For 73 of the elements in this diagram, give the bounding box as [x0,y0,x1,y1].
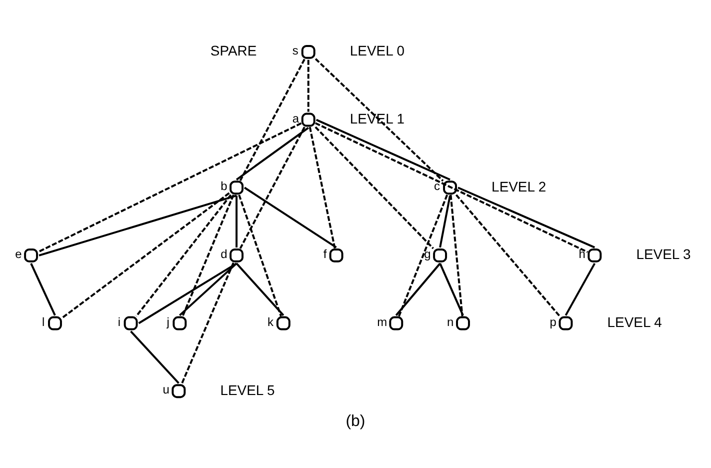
connector [395,262,441,316]
connector [439,194,451,248]
node-label: l [42,314,45,328]
node-circle [172,384,186,398]
connector [62,192,230,318]
node-circle [48,316,62,330]
connector [458,186,596,248]
connector [439,262,464,316]
connector [180,262,234,384]
connector [316,118,450,180]
node-circle [301,112,316,126]
node-circle [443,180,457,194]
connector [564,262,596,316]
label: LEVEL 3 [636,246,691,262]
connector [182,194,234,316]
node-circle [558,316,573,330]
node-label: p [550,314,556,328]
connector [236,262,284,316]
connector [38,122,302,252]
node-circle [276,316,290,330]
label: LEVEL 4 [607,313,662,330]
connector [236,126,309,180]
connector [244,186,337,248]
node-label: d [220,246,228,261]
label: LEVEL 2 [492,178,546,194]
node-label: m [377,314,388,328]
node-label: h [578,246,586,261]
node-label: b [220,178,228,193]
connector [314,58,444,182]
node-label: f [323,246,327,261]
node-circle [230,248,244,262]
connector [38,194,237,256]
label: LEVEL 1 [350,110,404,126]
connector [130,330,180,384]
node-label: a [292,110,300,125]
node-label: s [292,43,298,58]
connector [308,126,336,248]
node-circle [124,316,138,330]
node-circle [389,316,404,330]
connector [179,262,238,316]
connector [135,194,232,316]
node-label: k [267,314,274,328]
connector [239,126,306,248]
connector [30,262,56,316]
node-label: i [118,314,121,328]
node-circle [329,248,344,262]
node-circle [588,248,602,262]
node-label: j [166,314,170,328]
node-circle [230,180,244,194]
node-label: g [424,246,431,261]
node-circle [24,248,38,262]
connector [315,122,588,252]
connector [314,126,434,249]
connector [455,194,561,316]
node-label: c [434,178,440,193]
connector [307,59,310,112]
connector [236,195,238,247]
caption: (b) [346,412,366,430]
label: LEVEL 5 [220,381,275,398]
label: SPARE [210,42,257,58]
node-circle [301,44,316,58]
node-label: n [447,314,454,328]
label: LEVEL 0 [350,42,404,58]
node-circle [456,316,470,330]
connector [238,194,282,316]
connector [398,194,448,316]
connector [239,58,306,181]
node-circle [433,248,448,262]
node-label: u [162,382,170,396]
connector [138,262,238,324]
connector [450,194,464,316]
node-label: e [15,246,22,261]
node-circle [172,316,187,330]
